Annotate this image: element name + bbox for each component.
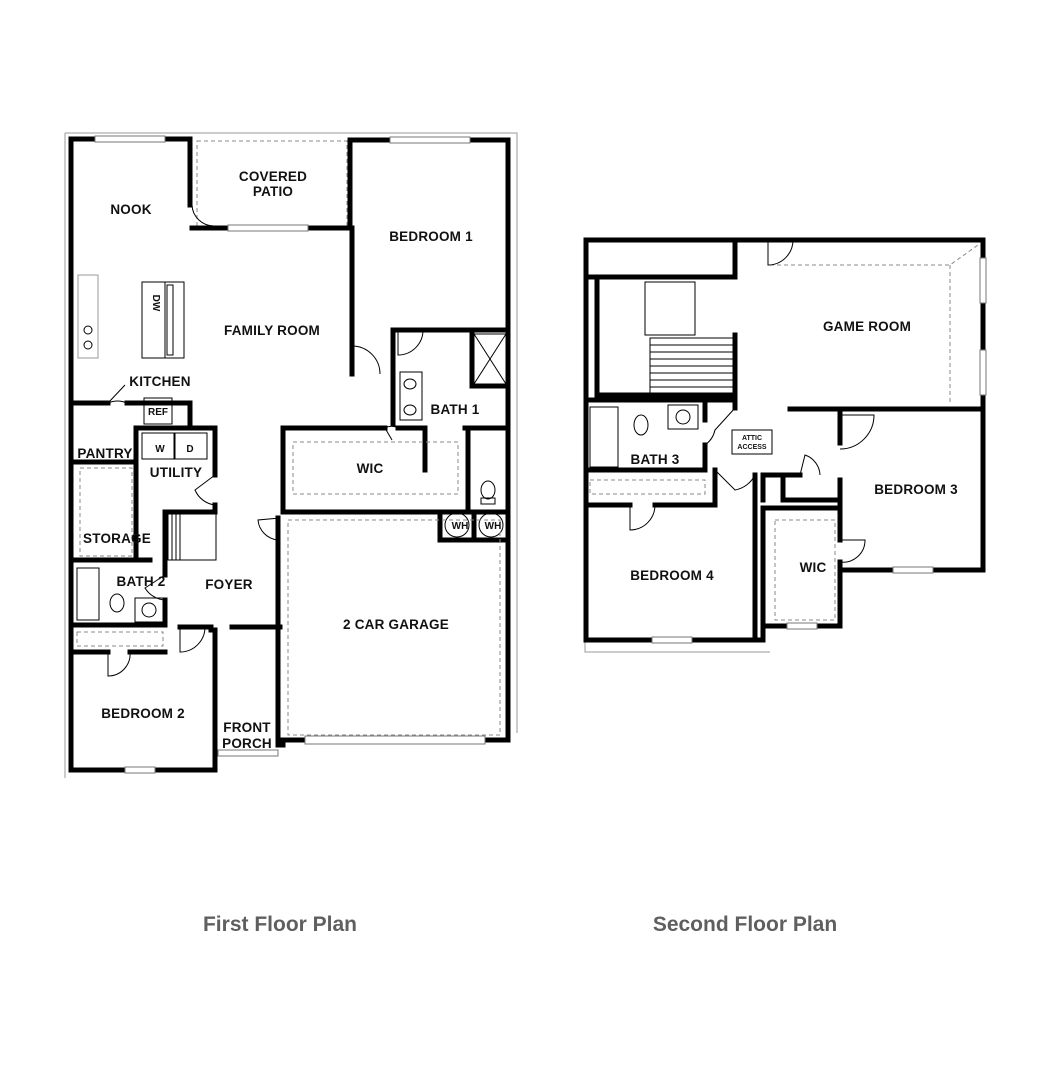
room-label-bath-3: BATH 3 xyxy=(631,452,680,467)
room-label-wic: WIC xyxy=(357,461,384,476)
room-label-front-porch-2: PORCH xyxy=(222,736,272,751)
room-label-bedroom-3: BEDROOM 3 xyxy=(874,482,958,497)
room-label-front-porch: FRONT xyxy=(223,720,271,735)
room-label-bedroom-1: BEDROOM 1 xyxy=(389,229,473,244)
room-label-attic-access-2: ACCESS xyxy=(737,444,767,451)
room-label-family-room: FAMILY ROOM xyxy=(224,323,320,338)
fixture-label-wh-1: WH xyxy=(452,521,469,532)
room-label-covered-patio: COVERED xyxy=(239,169,307,184)
fixture-label-dw: DW xyxy=(150,295,161,312)
room-label-nook: NOOK xyxy=(110,202,151,217)
first-floor-plan: NOOK COVERED PATIO BEDROOM 1 FAMILY ROOM… xyxy=(64,132,518,936)
room-label-bedroom-2: BEDROOM 2 xyxy=(101,706,185,721)
first-floor-caption: First Floor Plan xyxy=(203,913,357,936)
fixture-label-wh-2: WH xyxy=(485,521,502,532)
fixture-label-ref: REF xyxy=(148,407,168,418)
second-floor-plan: GAME ROOM BATH 3 ATTIC ACCESS BEDROOM 3 … xyxy=(583,237,987,936)
room-label-covered-patio-2: PATIO xyxy=(253,184,293,199)
second-floor-caption: Second Floor Plan xyxy=(653,913,837,936)
fixture-label-washer: W xyxy=(155,444,165,455)
room-label-garage: 2 CAR GARAGE xyxy=(343,617,449,632)
room-label-foyer: FOYER xyxy=(205,577,253,592)
room-label-utility: UTILITY xyxy=(150,465,202,480)
room-label-kitchen: KITCHEN xyxy=(129,374,190,389)
room-label-bedroom-4: BEDROOM 4 xyxy=(630,568,714,583)
room-label-wic-2: WIC xyxy=(800,560,827,575)
room-label-attic-access: ATTIC xyxy=(742,435,762,442)
fixture-label-dryer: D xyxy=(186,444,193,455)
room-label-bath-1: BATH 1 xyxy=(431,402,480,417)
room-label-game-room: GAME ROOM xyxy=(823,319,911,334)
room-label-bath-2: BATH 2 xyxy=(117,574,166,589)
room-label-storage: STORAGE xyxy=(83,531,151,546)
room-label-pantry: PANTRY xyxy=(77,446,132,461)
